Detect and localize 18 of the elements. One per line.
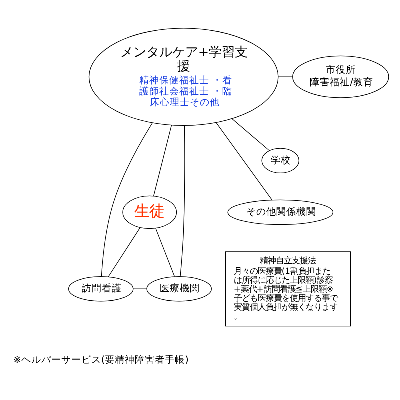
node-ellipse: 訪問看護 [68,276,134,302]
connector [108,227,141,277]
connector [133,288,148,289]
connector [278,76,294,77]
node-ellipse: その他関係機関 [228,199,334,225]
connector [232,118,270,151]
node-ellipse: 生徒 [122,195,178,229]
node-ellipse: 医療機関 [146,276,212,302]
connector [156,228,176,277]
connector [154,124,172,196]
connector [216,122,273,200]
node-ellipse: 学校 [262,148,300,173]
node-ellipse: メンタルケア+学習支援 精神保健福祉士 ・看護師社会福祉士 ・臨床心理士その他 [88,28,279,126]
node-box: 精神自立支援法 月々の医療費(1割負担または所得に応じた上限額)診察+薬代+訪問看護≦上限額※子ども医療費を使用する事で実質個人負担が無くなります。 [226,251,352,326]
node-ellipse: 市役所 障害福祉/教育 [292,55,390,98]
connector [180,124,186,277]
connector [101,122,153,277]
label: ※ヘルパーサービス(要精神障害者手帳) [13,354,189,366]
